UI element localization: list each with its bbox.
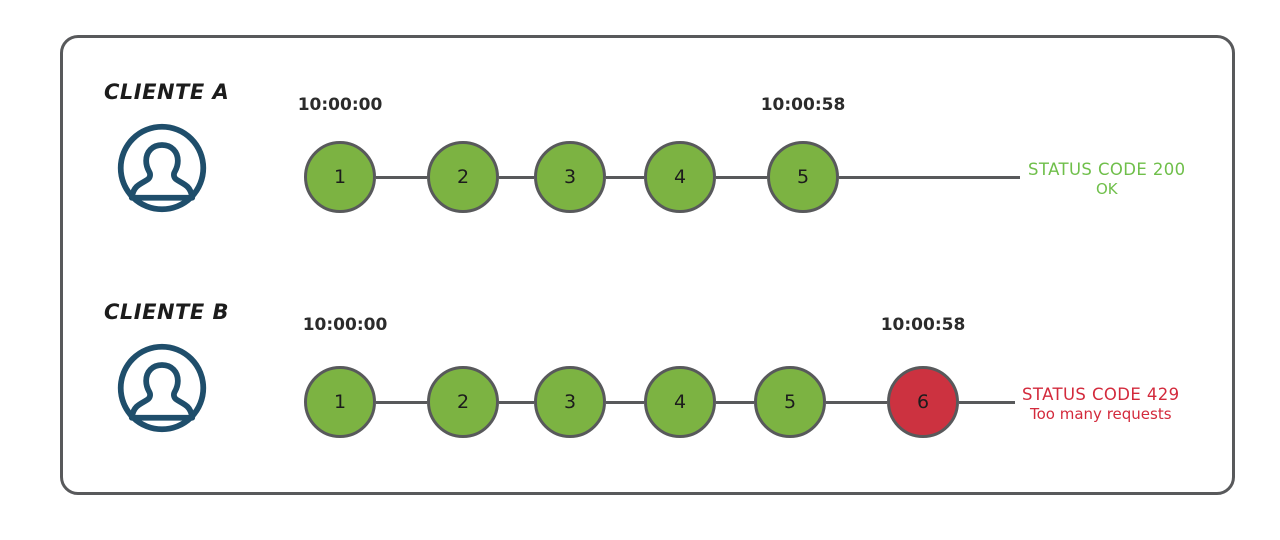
status-message-b: Too many requests — [1030, 405, 1172, 424]
request-node-label: 4 — [673, 166, 687, 188]
status-code-a: STATUS CODE 200 — [1028, 160, 1186, 179]
user-avatar-icon — [114, 340, 210, 436]
request-node-label: 6 — [916, 391, 930, 413]
client-row-a: CLIENTE A 10:00:00 10:00:58 1 2 3 — [0, 70, 1280, 245]
request-node-label: 5 — [796, 166, 810, 188]
connector-tail-b — [959, 401, 1015, 404]
status-message-a: OK — [1095, 180, 1118, 199]
request-node[interactable]: 2 — [427, 141, 499, 213]
request-node-label: 2 — [456, 166, 470, 188]
request-node-label: 2 — [456, 391, 470, 413]
request-node[interactable]: 1 — [304, 141, 376, 213]
request-node[interactable]: 5 — [767, 141, 839, 213]
status-badge-a: STATUS CODE 200 OK — [1028, 160, 1186, 198]
request-node-label: 5 — [783, 391, 797, 413]
connector-segment — [376, 176, 427, 179]
request-node-label: 1 — [333, 391, 347, 413]
client-row-b: CLIENTE B 10:00:00 10:00:58 1 2 3 — [0, 290, 1280, 465]
connector-segment — [606, 401, 644, 404]
request-node[interactable]: 4 — [644, 366, 716, 438]
request-node-label: 4 — [673, 391, 687, 413]
request-node[interactable]: 1 — [304, 366, 376, 438]
request-node[interactable]: 2 — [427, 366, 499, 438]
client-label-a: CLIENTE A — [104, 80, 230, 104]
request-node-label: 3 — [563, 391, 577, 413]
status-code-b: STATUS CODE 429 — [1022, 385, 1180, 404]
request-node[interactable]: 3 — [534, 141, 606, 213]
connector-segment — [499, 401, 534, 404]
connector-segment — [606, 176, 644, 179]
request-chain-a: 1 2 3 4 5 — [0, 70, 1280, 245]
timestamp-a-end: 10:00:58 — [760, 95, 846, 115]
request-chain-b: 1 2 3 4 5 6 — [0, 290, 1280, 465]
status-badge-b: STATUS CODE 429 Too many requests — [1022, 385, 1180, 423]
timestamp-a-start: 10:00:00 — [297, 95, 383, 115]
request-node-label: 3 — [563, 166, 577, 188]
user-avatar-icon — [114, 120, 210, 216]
request-node-label: 1 — [333, 166, 347, 188]
request-node[interactable]: 4 — [644, 141, 716, 213]
connector-segment — [376, 401, 427, 404]
timestamp-b-end: 10:00:58 — [880, 315, 966, 335]
connector-tail-a — [839, 176, 1020, 179]
connector-segment — [716, 401, 754, 404]
connector-segment — [716, 176, 767, 179]
request-node[interactable]: 3 — [534, 366, 606, 438]
connector-segment — [499, 176, 534, 179]
request-node[interactable]: 5 — [754, 366, 826, 438]
client-label-b: CLIENTE B — [104, 300, 230, 324]
request-node-rate-limited[interactable]: 6 — [887, 366, 959, 438]
connector-segment — [826, 401, 887, 404]
timestamp-b-start: 10:00:00 — [302, 315, 388, 335]
